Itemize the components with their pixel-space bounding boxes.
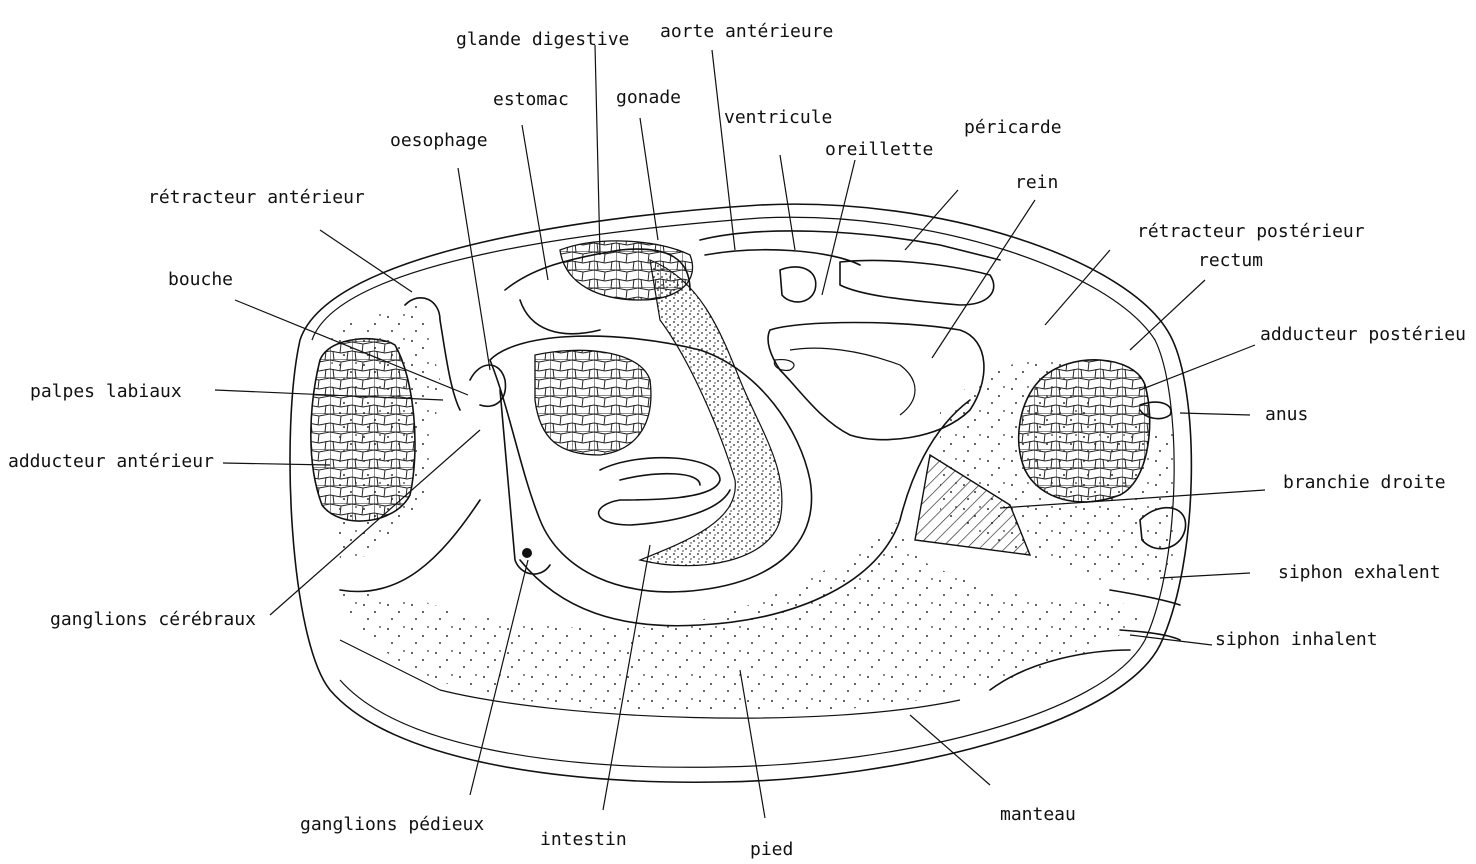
label-retracteur-anterieur: rétracteur antérieur [148, 187, 365, 208]
label-gonade: gonade [616, 87, 681, 108]
label-pericarde: péricarde [964, 117, 1062, 138]
label-oesophage: oesophage [390, 130, 488, 151]
label-siphon-inhalent: siphon inhalent [1215, 629, 1378, 650]
visceral-mass [490, 241, 812, 592]
label-rein: rein [1015, 172, 1058, 193]
label-manteau: manteau [1000, 804, 1076, 825]
label-retracteur-posterieur: rétracteur postérieur [1137, 221, 1365, 242]
anterior-mantle-dots [330, 300, 440, 560]
label-intestin: intestin [540, 829, 627, 850]
label-rectum: rectum [1198, 250, 1263, 271]
label-ventricule: ventricule [724, 107, 832, 128]
label-pied: pied [750, 839, 793, 859]
label-siphon-exhalent: siphon exhalent [1278, 562, 1441, 583]
label-aorte-anterieure: aorte antérieure [660, 21, 833, 42]
label-oreillette: oreillette [825, 139, 933, 160]
label-palpes-labiaux: palpes labiaux [30, 381, 182, 402]
label-ganglions-cerebraux: ganglions cérébraux [50, 609, 256, 630]
label-adducteur-anterieur: adducteur antérieur [8, 451, 214, 472]
label-adducteur-posterieur: adducteur postérieu [1260, 324, 1466, 345]
label-branchie-droite: branchie droite [1283, 472, 1446, 493]
label-estomac: estomac [493, 89, 569, 110]
label-bouche: bouche [168, 269, 233, 290]
label-anus: anus [1265, 404, 1308, 425]
label-glande-digestive: glande digestive [456, 29, 629, 50]
label-ganglions-pedieux: ganglions pédieux [300, 814, 484, 835]
